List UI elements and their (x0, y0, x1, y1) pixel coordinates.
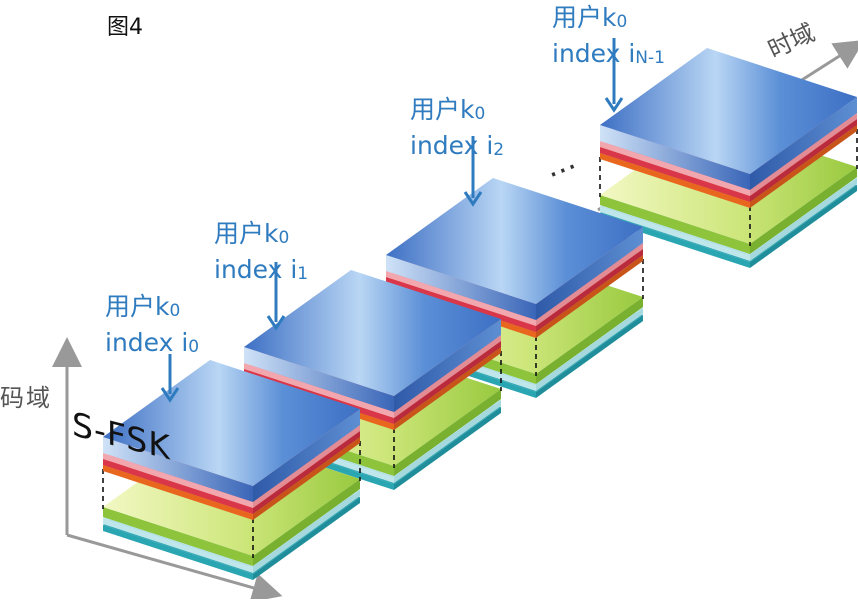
annotation-block-3: 用户k0 index i2 (410, 94, 504, 166)
layer-red-front (103, 459, 253, 514)
layer-pink-side (750, 113, 857, 196)
layer-aqua-side (536, 308, 643, 391)
index-label: index i (410, 131, 494, 160)
layer-blue-front (103, 437, 253, 502)
origin-axis-line (66, 533, 283, 603)
layer-red-side (394, 341, 501, 424)
layer-orange-front (600, 153, 750, 208)
layer-pink-side (394, 335, 501, 418)
layer-aqua-side (750, 178, 857, 261)
layer-pink-front (600, 141, 750, 196)
index-subscript: 1 (297, 264, 309, 284)
annotation-block-2: 用户k0 index i1 (214, 218, 308, 290)
slab-stack-4 (599, 48, 858, 268)
layer-blue-front (386, 255, 536, 320)
layer-red-side (536, 249, 643, 332)
slab-stack-1 (102, 360, 361, 580)
layer-green-front (600, 195, 750, 254)
layer-red-side (253, 431, 360, 514)
user-subscript: 0 (474, 104, 486, 124)
layer-green-side (394, 389, 501, 476)
slab-stack-2 (243, 270, 502, 490)
user-label: 用户k (105, 292, 170, 321)
annotation-block-4: 用户k0 index iN-1 (552, 2, 665, 74)
user-subscript: 0 (616, 12, 628, 32)
layer-blue-side (253, 409, 360, 502)
layer-aqua-front (600, 206, 750, 261)
layer-teal-front (103, 525, 253, 580)
layer-green-front (103, 507, 253, 566)
user-label: 用户k (552, 3, 617, 32)
index-label: index i (214, 255, 298, 284)
index-label: index i (552, 39, 636, 68)
user-subscript: 0 (278, 228, 290, 248)
layer-orange-side (536, 255, 643, 338)
layer-teal-side (536, 315, 643, 398)
layer-orange-side (750, 125, 857, 208)
layer-pink-side (253, 425, 360, 508)
layer-pink-front (103, 453, 253, 508)
user-label: 用户k (410, 95, 475, 124)
layer-pink-front (386, 271, 536, 326)
layer-green-side (253, 479, 360, 566)
layer-blue-front (244, 347, 394, 412)
layer-blue-top (386, 178, 643, 304)
layer-blue-top (103, 360, 360, 486)
layer-teal-side (253, 497, 360, 580)
annotation-block-1: 用户k0 index i0 (105, 291, 199, 363)
layer-blue-side (536, 227, 643, 320)
layer-aqua-side (394, 400, 501, 483)
layer-blue-top (600, 48, 857, 174)
layer-pink-front (244, 363, 394, 418)
layer-aqua-side (253, 490, 360, 573)
slab-stack-3 (385, 178, 644, 398)
layer-red-side (750, 119, 857, 202)
layer-orange-side (253, 437, 360, 520)
layer-red-front (600, 147, 750, 202)
arrow-head-icon (266, 315, 286, 331)
index-subscript: N-1 (635, 48, 665, 68)
figure-label: 图4 (107, 15, 143, 40)
layer-blue-side (394, 319, 501, 412)
layer-orange-side (394, 347, 501, 430)
y-axis-label: 码域 (0, 384, 52, 412)
arrow-head-icon (463, 191, 483, 207)
arrow-head-icon (604, 97, 624, 113)
layer-blue-top (244, 270, 501, 396)
arrow-head-icon (160, 387, 180, 403)
user-label: 用户k (214, 219, 279, 248)
index-subscript: 0 (188, 337, 200, 357)
layer-blue-side (750, 97, 857, 190)
layer-teal-side (750, 185, 857, 268)
layer-green-side (536, 297, 643, 384)
index-label: index i (105, 328, 189, 357)
layer-blue-front (600, 125, 750, 190)
layer-aqua-front (103, 518, 253, 573)
layer-teal-side (394, 407, 501, 490)
blocks-layer (102, 38, 858, 580)
layer-pink-side (536, 243, 643, 326)
layer-green-side (750, 167, 857, 254)
layer-orange-front (103, 465, 253, 520)
user-subscript: 0 (169, 301, 181, 321)
index-subscript: 2 (493, 140, 505, 160)
